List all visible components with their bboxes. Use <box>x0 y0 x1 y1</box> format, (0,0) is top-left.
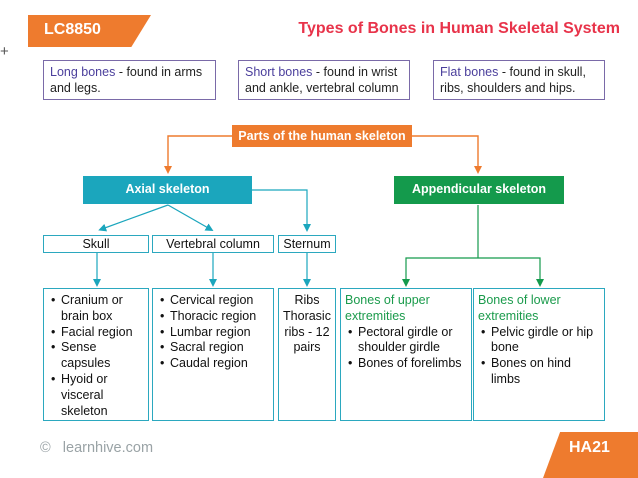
upper-extremities-details: Bones of upper extremities Pectoral gird… <box>340 288 472 421</box>
list-item: Thoracic region <box>160 309 269 325</box>
appendicular-to-lower-line <box>478 257 544 287</box>
list-item: Caudal region <box>160 356 269 372</box>
list-item: Cervical region <box>160 293 269 309</box>
footer-copyright: © learnhive.com <box>40 440 153 456</box>
sternum-node: Sternum <box>278 235 336 253</box>
root-node: Parts of the human skeleton <box>232 125 412 147</box>
list-item: Pectoral girdle or shoulder girdle <box>348 325 467 357</box>
appendicular-to-upper-line <box>402 257 478 287</box>
list-item: Pelvic girdle or hip bone <box>481 325 600 357</box>
footer-code-tab: HA21 <box>543 432 638 478</box>
lower-extremities-details: Bones of lower extremities Pelvic girdle… <box>473 288 605 421</box>
list-item: Sense capsules <box>51 340 144 372</box>
definition-text: - found in arms and legs. <box>50 65 203 95</box>
vertebral-column-node: Vertebral column <box>152 235 274 253</box>
lesson-code-tab: LC8850 <box>28 15 151 47</box>
axial-to-vertebral-line <box>167 204 214 231</box>
definition-term: Long bones <box>50 65 116 79</box>
definition-text: - found in wrist and ankle, vertebral co… <box>245 65 399 95</box>
root-to-axial-line <box>164 135 232 174</box>
skull-details: Cranium or brain box Facial region Sense… <box>43 288 149 421</box>
list-item: Bones of forelimbs <box>348 356 467 372</box>
list-item: Lumbar region <box>160 325 269 341</box>
definition-term: Short bones <box>245 65 313 79</box>
list-item: Facial region <box>51 325 144 341</box>
copyright-icon: © <box>40 440 51 456</box>
vertebral-column-details: Cervical region Thoracic region Lumbar r… <box>152 288 274 421</box>
axial-to-sternum-line <box>252 189 311 232</box>
footer-site-link[interactable]: learnhive.com <box>62 440 154 456</box>
definition-flat-bones: Flat bones - found in skull, ribs, shoul… <box>433 60 605 100</box>
definition-long-bones: Long bones - found in arms and legs. <box>43 60 216 100</box>
appendicular-skeleton-node: Appendicular skeleton <box>394 176 564 204</box>
sternum-details: Ribs Thorasic ribs - 12 pairs <box>278 288 336 421</box>
page-title: Types of Bones in Human Skeletal System <box>298 20 620 37</box>
axial-skeleton-node: Axial skeleton <box>83 176 252 204</box>
root-to-appendicular-line <box>412 135 482 174</box>
definition-text: - found in skull, ribs, shoulders and hi… <box>440 65 586 95</box>
list-item: Cranium or brain box <box>51 293 144 325</box>
plus-mark: + <box>0 43 9 60</box>
skull-node: Skull <box>43 235 149 253</box>
axial-to-skull-line <box>98 204 169 232</box>
upper-extremities-heading: Bones of upper extremities <box>345 293 430 323</box>
list-item: Bones on hind limbs <box>481 356 600 388</box>
definition-term: Flat bones <box>440 65 499 79</box>
definition-short-bones: Short bones - found in wrist and ankle, … <box>238 60 410 100</box>
lower-extremities-heading: Bones of lower extremities <box>478 293 561 323</box>
list-item: Hyoid or visceral skeleton <box>51 372 144 419</box>
list-item: Sacral region <box>160 340 269 356</box>
